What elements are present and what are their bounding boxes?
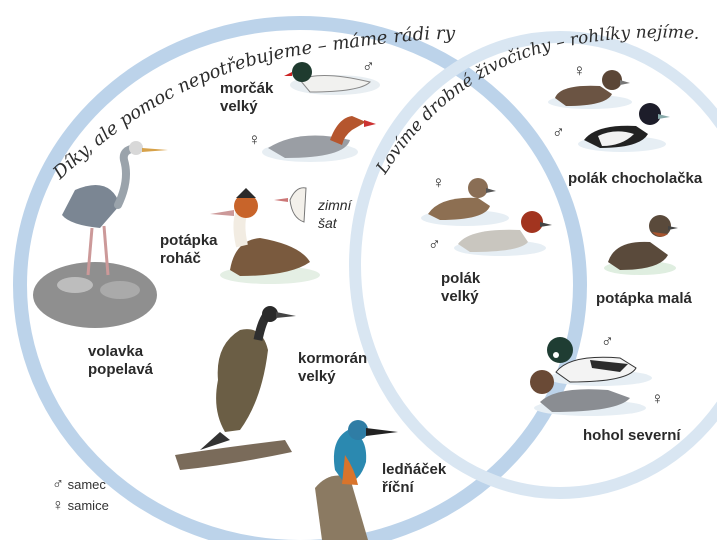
label-potapka-rohac: potápka roháč	[160, 232, 218, 268]
female-symbol-pochard: ♀	[432, 174, 445, 192]
label-volavka-popelava: volavka popelavá	[88, 343, 153, 379]
label-potapka-mala: potápka malá	[596, 290, 692, 308]
label-morcak-velky: morčák velký	[220, 80, 273, 116]
legend-female-text: samice	[68, 495, 109, 516]
goldeneye-male-icon	[547, 337, 652, 386]
legend-male-text: samec	[68, 474, 106, 495]
legend-male-symbol: ♂	[52, 474, 64, 495]
cormorant-icon	[175, 306, 296, 470]
female-symbol-tufted: ♀	[573, 62, 586, 80]
little-grebe-icon	[604, 215, 678, 275]
female-symbol-merganser: ♀	[248, 131, 261, 149]
legend: ♂ samec ♀ samice	[52, 474, 109, 516]
great-crested-grebe-icon	[210, 188, 320, 284]
label-kormoran-velky: kormorán velký	[298, 350, 367, 386]
label-zimni-sat: zimní šat	[318, 196, 351, 232]
label-polak-chocholacka: polák chocholačka	[568, 170, 702, 188]
label-polak-velky: polák velký	[441, 270, 480, 306]
label-hohol-severni: hohol severní	[583, 427, 681, 445]
male-symbol-tufted: ♂	[552, 124, 565, 142]
female-symbol-goldeneye: ♀	[651, 390, 664, 408]
legend-female-symbol: ♀	[52, 495, 64, 516]
tufted-duck-male-icon	[578, 103, 670, 152]
male-symbol-pochard: ♂	[428, 236, 441, 254]
tufted-duck-female-icon	[548, 70, 632, 109]
male-symbol-merganser: ♂	[362, 58, 375, 76]
male-symbol-goldeneye: ♂	[601, 333, 614, 351]
merganser-female-icon	[262, 116, 376, 162]
label-lednacek-ricni: ledňáček říční	[382, 461, 446, 497]
